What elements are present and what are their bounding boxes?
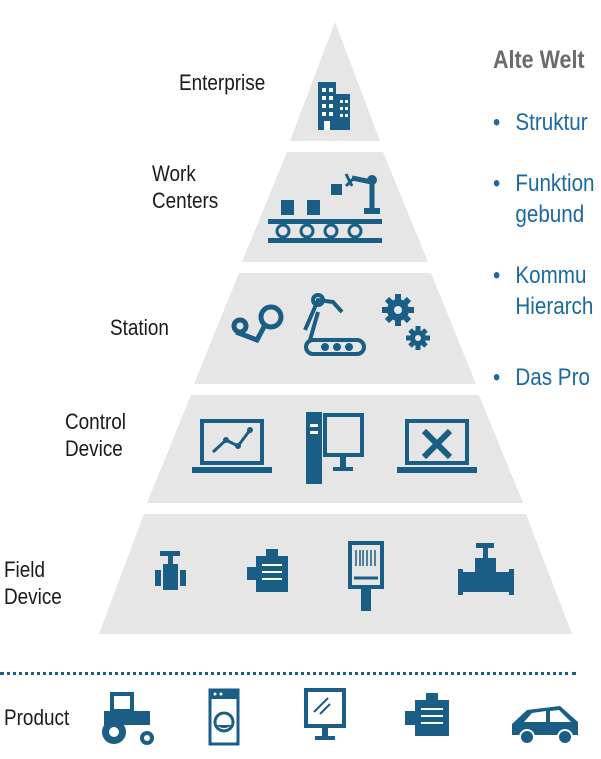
valve-icon (155, 551, 186, 590)
gears-icon (382, 294, 430, 350)
product-divider (0, 672, 576, 675)
building-icon (318, 82, 350, 130)
washing-machine-icon (208, 688, 240, 746)
monitor-icon (304, 688, 346, 740)
level-label-enterprise: Enterprise (179, 70, 266, 95)
laptop-chart-icon (192, 419, 272, 473)
motor-icon (247, 549, 288, 592)
bullet-dot: • (493, 109, 501, 136)
level-label-control-device: Control Device (65, 408, 126, 462)
bullet-dot: • (493, 170, 501, 197)
bullet-text-continued: Hierarch (515, 293, 594, 320)
level-label-line: Control (65, 409, 126, 434)
bullet-item: • Struktur (493, 107, 588, 138)
bullet-dot: • (493, 262, 501, 289)
robot-arm-icon (231, 304, 284, 344)
level-label-line: Field (4, 557, 46, 582)
tier-field-device (99, 514, 572, 634)
level-label-line: Work (152, 161, 196, 186)
level-label-station: Station (110, 315, 169, 340)
conveyor-robot-icon (268, 173, 382, 243)
laptop-tools-icon (397, 419, 477, 473)
bullet-item: • Das Pro (493, 362, 590, 393)
level-label-field-device: Field Device (4, 556, 62, 610)
bullet-text-continued: gebund (515, 201, 585, 228)
tier-enterprise (290, 22, 380, 141)
assembly-robot-icon (303, 293, 366, 356)
bullet-text: Funktion (515, 170, 595, 197)
level-label-line: Device (65, 436, 123, 461)
bullet-text: Kommu (515, 262, 587, 289)
bullet-dot: • (493, 364, 501, 391)
level-label-work-centers: Work Centers (152, 160, 218, 214)
level-label-line: Centers (152, 188, 219, 213)
pipe-valve-icon (458, 543, 514, 595)
tractor-icon (102, 692, 154, 745)
bullet-item: • Funktion gebund (493, 168, 595, 230)
bullet-text: Struktur (515, 109, 588, 136)
level-label-line: Device (4, 584, 62, 609)
bullet-text: Das Pro (515, 364, 590, 391)
scanner-icon (348, 541, 384, 611)
motor-icon (405, 693, 449, 736)
tier-work-centers (242, 152, 428, 262)
side-heading: Alte Welt (493, 46, 585, 74)
bullet-item: • Kommu Hierarch (493, 260, 593, 322)
car-icon (512, 706, 578, 745)
product-label: Product (4, 705, 70, 730)
desktop-computer-icon (306, 412, 364, 484)
